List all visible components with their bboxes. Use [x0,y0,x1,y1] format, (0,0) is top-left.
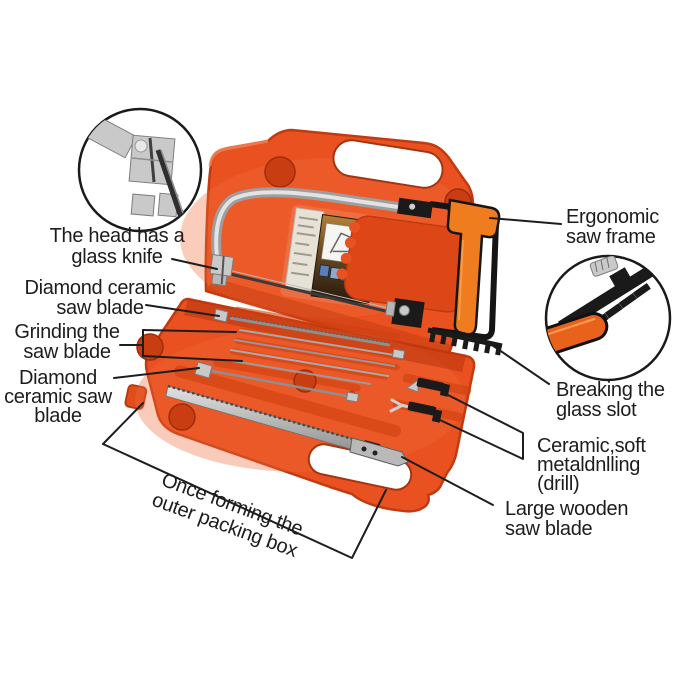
drill-bit-2 [389,398,443,423]
label-ceramic-drill-line-1: Ceramic,soft [537,435,646,457]
label-head-glass-knife-line-1: The head has a [50,225,186,247]
inset-grip [546,312,609,356]
drill-bit-1 [405,377,451,397]
lid-handle-cutout [332,139,444,189]
wire-saw-blades [226,329,406,385]
hook-blade-2-blade [211,369,353,399]
saw-blade-glint [223,268,397,311]
hacksaw [209,187,503,356]
label-diamond-ceramic-left-line-1: Diamond [19,367,97,389]
leader-diamond-top [145,304,220,317]
inset-glass-knife-head [77,107,203,233]
leader-diamond-left [113,367,200,379]
saw-blade [221,270,399,316]
leader-ceramic-drill [439,392,524,460]
inset-bracket [609,267,631,287]
label-ceramic-drill-line-3: (drill) [537,473,579,495]
blade-end-tab-1 [391,348,406,360]
label-once-forming: Once forming the outer packing box [149,469,306,562]
large-wooden-blade [165,384,409,467]
hook-blade-1-teeth [229,315,391,344]
label-breaking-line-1: Breaking the [556,379,665,401]
inset-glass-slot [544,254,672,382]
hook-blade-1-blade [229,316,391,347]
leader-grinding [119,329,243,362]
frame-bracket [397,197,433,219]
leader-ergonomic [489,217,562,225]
label-ceramic-drill-line-2: metaldnlling [537,454,640,476]
lid-edge-highlight [208,139,269,167]
leader-glass-knife [171,258,218,270]
label-ergonomic-line-2: saw frame [566,226,656,248]
label-breaking-line-2: glass slot [556,399,637,421]
inset-clamp-bolt [134,139,148,153]
hook-blade-2 [194,361,360,403]
inset-lower-block-1 [130,193,156,217]
blade-end-tab-2 [345,391,360,403]
label-diamond-ceramic-top-line-1: Diamond ceramic [24,277,175,299]
label-head-glass-knife-line-2: glass knife [71,246,162,268]
lid-dimple-left [265,157,295,187]
tray-latch [124,384,148,410]
label-diamond-ceramic-left-line-2: ceramic saw [4,386,113,408]
hacksaw-frame-tube-highlight [214,190,400,272]
card-label-text-lines [291,216,318,277]
inset-rail [557,258,667,332]
leader-large-wooden [401,456,494,506]
leader-breaking [488,342,550,385]
leader-packing-box [102,402,387,559]
handle-highlight [458,239,464,321]
label-grinding-line-2: saw blade [23,341,111,363]
lid-dimple-left-rim [264,156,296,188]
inset-knurl-lines [594,257,610,273]
label-large-wooden-line-1: Large wooden [505,498,628,520]
label-diamond-ceramic-left-line-3: blade [34,405,82,427]
case-tray [124,297,476,513]
large-blade-handle [349,437,409,467]
large-blade-serration [167,384,357,442]
glass-knife-clamp [209,254,235,287]
label-ergonomic-line-1: Ergonomic [566,206,659,228]
label-large-wooden-line-2: saw blade [505,518,593,540]
label-diamond-ceramic-top-line-2: saw blade [56,297,144,319]
lower-clamp [384,298,425,328]
label-grinding-line-1: Grinding the [14,321,120,343]
